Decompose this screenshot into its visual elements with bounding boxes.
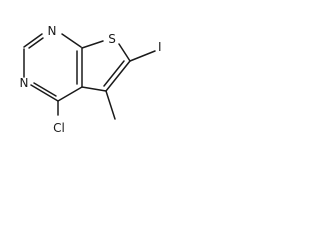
bond-s-c6 xyxy=(118,43,131,62)
bond-c6-c5-double xyxy=(103,60,125,87)
bond-c4-n3-double xyxy=(33,82,57,97)
bond-c6-i xyxy=(129,50,156,62)
atom-labels: N N S I Cl xyxy=(20,24,162,135)
atom-label-s: S xyxy=(108,32,116,46)
atom-label-i: I xyxy=(158,40,162,54)
bond-c5-methyl xyxy=(105,90,116,120)
bond-c4-n3 xyxy=(30,84,59,102)
bond-c7a-s xyxy=(81,40,104,49)
bond-c6-c5 xyxy=(105,60,131,92)
chemical-structure: N N S I Cl xyxy=(20,24,162,135)
bond-c2-n1 xyxy=(23,33,43,48)
bonds xyxy=(23,33,156,120)
bond-c2-n1-double xyxy=(28,37,44,49)
atom-label-n1: N xyxy=(48,24,57,38)
atom-label-n3: N xyxy=(20,76,29,90)
bond-c5-c4a xyxy=(81,86,107,92)
atom-label-cl: Cl xyxy=(53,121,65,135)
bond-n1-c7a xyxy=(61,33,82,48)
bond-c4a-c4 xyxy=(57,86,83,102)
